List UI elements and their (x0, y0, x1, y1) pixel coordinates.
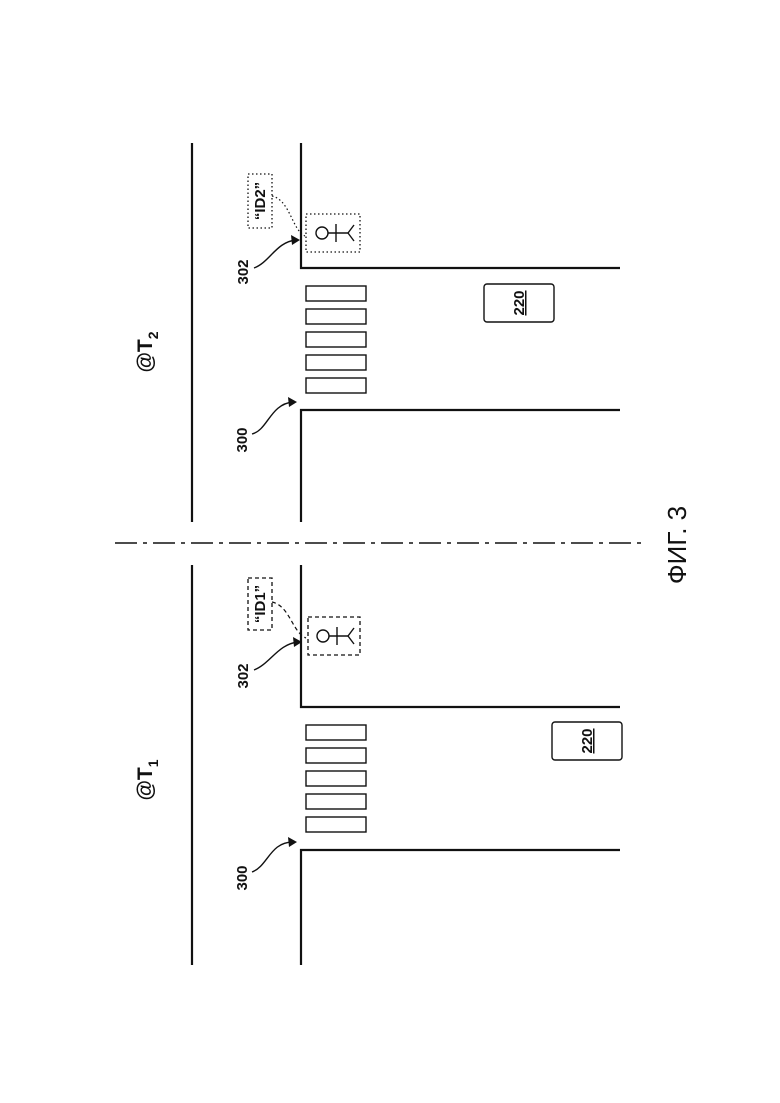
leader-arrowhead (288, 397, 297, 407)
crosswalk (306, 725, 366, 832)
panel-t2: 220 @T2 300 302 “ID2” (134, 143, 620, 522)
crosswalk-ref-label: 300 (234, 427, 251, 452)
crosswalk-stripe (306, 817, 366, 832)
crosswalk-stripe (306, 286, 366, 301)
crosswalk-ref-leader (252, 402, 293, 434)
vehicle-label: 220 (511, 290, 528, 315)
crosswalk-stripe (306, 332, 366, 347)
vehicle-label: 220 (579, 728, 596, 753)
pedestrian-ref-leader (254, 642, 298, 670)
id-tag-text: “ID1” (252, 585, 269, 623)
pedestrian-ref-leader (254, 240, 296, 268)
crosswalk (306, 286, 366, 393)
road-edge-inner-lower (301, 850, 620, 965)
pedestrian-icon (316, 224, 354, 242)
pedestrian-ref-label: 302 (235, 663, 252, 688)
crosswalk-stripe (306, 725, 366, 740)
crosswalk-ref-label: 300 (234, 865, 251, 890)
id-tag-text: “ID2” (252, 182, 269, 220)
leader-arrowhead (291, 235, 300, 245)
crosswalk-stripe (306, 378, 366, 393)
panel-t1: 220 @T1 300 302 “ID1” (134, 565, 622, 965)
pedestrian-icon (317, 627, 354, 645)
figure-caption: ФИГ. 3 (662, 506, 692, 584)
leader-arrowhead (288, 837, 297, 847)
road-edge-inner-upper (301, 143, 620, 268)
crosswalk-stripe (306, 309, 366, 324)
crosswalk-stripe (306, 355, 366, 370)
time-label: @T2 (134, 331, 161, 372)
crosswalk-stripe (306, 771, 366, 786)
time-label: @T1 (134, 759, 161, 800)
pedestrian-ref-label: 302 (235, 259, 252, 284)
crosswalk-stripe (306, 794, 366, 809)
crosswalk-ref-leader (252, 842, 293, 872)
road-edge-inner-lower (301, 410, 620, 522)
crosswalk-stripe (306, 748, 366, 763)
